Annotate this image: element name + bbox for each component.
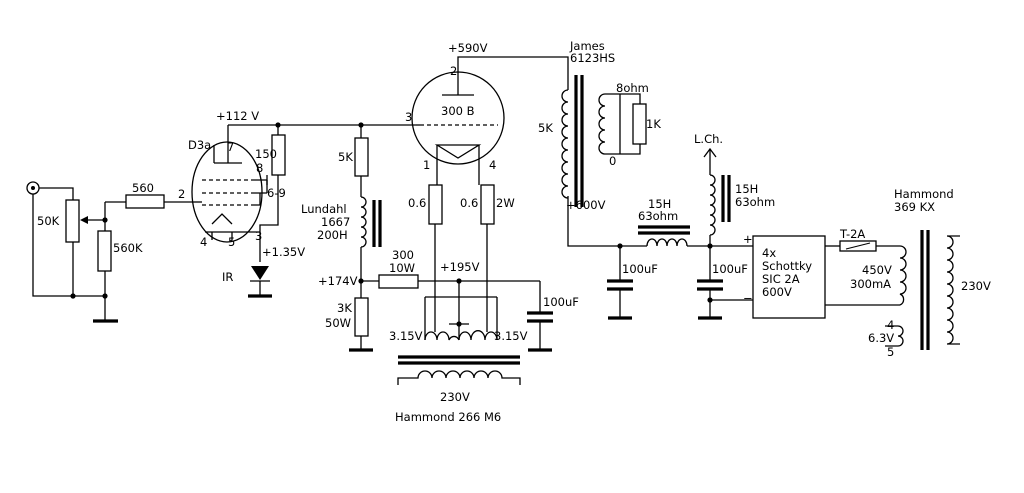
label-pot50k: 50K: [37, 214, 60, 228]
label-300b-pin4: 4: [489, 158, 496, 172]
pot-wiper-arrow: [80, 216, 88, 224]
label-james: James: [569, 39, 605, 53]
label-r300-w: 10W: [389, 261, 415, 275]
label-lundahl-h: 200H: [317, 228, 348, 242]
label-300ma: 300mA: [850, 277, 891, 291]
lundahl-choke: [360, 196, 382, 248]
filament-resistor-left: [428, 184, 443, 225]
volume-pot-50k: [65, 199, 80, 243]
label-hammond-266: Hammond 266 M6: [395, 410, 501, 424]
mains-transformer: [897, 230, 960, 350]
label-5k-ot: 5K: [538, 121, 553, 135]
input-junctions: [70, 217, 108, 299]
label-minus: −: [743, 291, 753, 305]
label-r560k: 560K: [113, 241, 143, 255]
label-rect-1: 4x: [762, 246, 776, 260]
label-r3k-w: 50W: [325, 316, 351, 330]
label-d3a-pin8: 8: [256, 161, 263, 175]
input-jack: [26, 181, 40, 195]
label-choke2-h: 15H: [735, 182, 758, 196]
label-james-model: 6123HS: [570, 51, 615, 65]
filter-choke-2: [709, 174, 731, 236]
label-fuse: T-2A: [839, 227, 865, 241]
plate-resistor-5k: [354, 137, 369, 177]
label-d3a-pin5: 5: [228, 235, 235, 249]
label-rect-3: SIC 2A: [762, 272, 800, 286]
label-v315-right: 3.15V: [494, 329, 528, 343]
output-transformer: [561, 75, 606, 207]
label-ir: IR: [222, 270, 233, 284]
label-plus: +: [743, 232, 753, 246]
label-v112: +112 V: [216, 109, 259, 123]
label-choke1-ohm: 63ohm: [638, 209, 678, 223]
label-rect-2: Schottky: [762, 259, 812, 273]
label-r06a: 0.6: [408, 196, 426, 210]
label-v600: +600V: [566, 198, 606, 212]
label-lundahl-model: 1667: [321, 215, 350, 229]
filter-choke-1: [638, 225, 690, 247]
label-r5k: 5K: [338, 150, 353, 164]
label-300b: 300 B: [441, 104, 475, 118]
label-hammond-model: 369 KX: [894, 200, 935, 214]
label-rect-4: 600V: [762, 285, 792, 299]
ir-led: [250, 266, 270, 282]
label-zero: 0: [609, 154, 616, 168]
label-sec-pin5: 5: [887, 345, 894, 359]
label-v230-fil: 230V: [440, 390, 470, 404]
label-8ohm: 8ohm: [616, 81, 649, 95]
label-choke2-ohm: 63ohm: [735, 195, 775, 209]
label-hammond: Hammond: [894, 187, 954, 201]
300b-tube: [411, 71, 505, 165]
grid-resistor-560: [125, 194, 165, 209]
label-r300: 300: [392, 248, 414, 262]
label-300b-pin3: 3: [405, 110, 412, 124]
label-r560: 560: [132, 181, 154, 195]
label-d3a-pin4: 4: [200, 235, 207, 249]
label-choke1-h: 15H: [648, 197, 671, 211]
bleeder-resistor-3k: [354, 297, 369, 337]
label-sec-pin4: 4: [887, 318, 894, 332]
dropping-resistor-300: [378, 274, 419, 289]
label-w2: 2W: [496, 196, 515, 210]
label-v315-left: 3.15V: [389, 329, 423, 343]
label-v174: +174V: [318, 274, 358, 288]
label-r3k: 3K: [337, 301, 352, 315]
label-v590: +590V: [448, 41, 488, 55]
label-v63: 6.3V: [868, 331, 894, 345]
filament-resistor-right: [480, 184, 495, 225]
label-300b-pin2: 2: [450, 64, 457, 78]
grid-leak-560k: [97, 230, 112, 272]
label-d3a-pin69: 6-9: [267, 186, 286, 200]
label-d3a-pin2: 2: [178, 187, 185, 201]
label-c100-c: 100uF: [712, 262, 748, 276]
label-d3a-pin3: 3: [255, 229, 262, 243]
label-v450: 450V: [862, 263, 892, 277]
label-r06b: 0.6: [460, 196, 478, 210]
label-300b-pin1: 1: [423, 158, 430, 172]
label-r150: 150: [255, 147, 277, 161]
label-lundahl: Lundahl: [301, 202, 347, 216]
label-d3a-pin7: 7: [227, 140, 234, 154]
label-c100-fil: 100uF: [543, 295, 579, 309]
label-lch: L.Ch.: [694, 132, 723, 146]
label-1k: 1K: [646, 117, 661, 131]
load-resistor-1k: [632, 103, 647, 145]
label-c100-b: 100uF: [622, 262, 658, 276]
label-v195: +195V: [440, 260, 480, 274]
label-v230-main: 230V: [961, 279, 991, 293]
label-d3a: D3a: [188, 138, 211, 152]
label-v135: +1.35V: [262, 245, 305, 259]
rectifier-block: [752, 235, 826, 319]
